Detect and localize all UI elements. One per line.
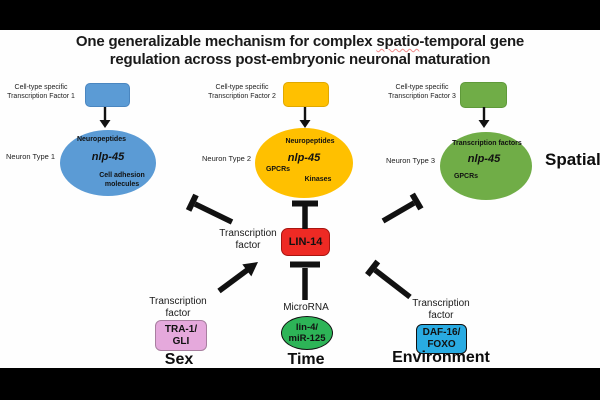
title-spellcheck-word: spatio xyxy=(376,33,420,50)
tf1-label-line2: Transcription Factor 1 xyxy=(7,92,75,100)
env-tf-label: Transcription factor xyxy=(405,298,477,322)
sex-tf-label: Transcription factor xyxy=(142,296,214,320)
lin4-line1: lin-4/ xyxy=(295,322,319,333)
neuron2-ellipse-top-text: Neuropeptides xyxy=(285,138,335,145)
daf16-box-line2: FOXO xyxy=(427,339,456,350)
neuron2-kinases-text: Kinases xyxy=(304,176,332,183)
tf2-label: Cell-type specific Transcription Factor … xyxy=(205,84,279,101)
title-line1: One generalizable mechanism for complex … xyxy=(0,33,600,51)
env-tf-label-line1: Transcription xyxy=(412,298,470,309)
env-tf-label-line2: factor xyxy=(428,310,454,321)
neuron1-bottom-line1: Cell adhesion xyxy=(99,172,145,179)
neuron3-ellipse xyxy=(440,132,532,200)
title-line1-prefix: One generalizable mechanism for complex xyxy=(75,33,377,50)
tra1-gli-box: TRA-1/ GLI xyxy=(155,320,207,351)
neuron2-label: Neuron Type 2 xyxy=(202,154,252,163)
title-line2: regulation across post-embryonic neurona… xyxy=(109,51,491,68)
center-tf-label-line1: Transcription xyxy=(219,228,277,239)
figure-title: One generalizable mechanism for complex … xyxy=(0,33,600,69)
tf1-label-line1: Cell-type specific xyxy=(14,84,68,91)
tf3-label-line2: Transcription Factor 3 xyxy=(388,92,456,100)
tf2-label-line1: Cell-type specific xyxy=(215,84,269,91)
daf16-foxo-box: DAF-16/ FOXO xyxy=(416,324,467,354)
spatial-axis-label: Spatial xyxy=(545,150,600,169)
neuron1-ellipse-bottom-text: Cell adhesion molecules xyxy=(85,172,159,189)
title-line1-suffix: -temporal gene xyxy=(419,33,525,50)
diagram-canvas: One generalizable mechanism for complex … xyxy=(0,30,600,368)
lin14-box: LIN-14 xyxy=(281,228,330,256)
tf1-box xyxy=(85,83,130,107)
neuron2-gene: nlp-45 xyxy=(287,152,321,164)
tf3-label: Cell-type specific Transcription Factor … xyxy=(384,84,460,101)
neuron1-ellipse-top-text: Neuropeptides xyxy=(76,136,126,143)
sex-axis-label: Sex xyxy=(164,351,194,368)
environment-axis-label: Environment xyxy=(392,349,490,366)
center-tf-label: Transcription factor xyxy=(210,228,286,252)
sex-tf-label-line2: factor xyxy=(165,308,191,319)
center-tf-label-line2: factor xyxy=(235,240,261,251)
neuron3-gpcrs-text: GPCRs xyxy=(453,173,479,180)
lin4-line2: miR-125 xyxy=(288,333,326,344)
microrna-label: MicroRNA xyxy=(283,302,329,313)
neuron3-gene: nlp-45 xyxy=(467,153,501,165)
neuron1-gene: nlp-45 xyxy=(91,151,125,163)
neuron2-gpcrs-text: GPCRs xyxy=(265,166,291,173)
tra1-box-line2: GLI xyxy=(172,335,190,347)
neuron3-ellipse-top-text: Transcription factors xyxy=(452,140,522,147)
tf2-label-line2: Transcription Factor 2 xyxy=(208,92,276,100)
daf16-box-line1: DAF-16/ xyxy=(422,327,461,338)
tra1-box-line1: TRA-1/ xyxy=(164,323,198,335)
neuron3-label: Neuron Type 3 xyxy=(386,156,436,165)
time-axis-label: Time xyxy=(287,351,325,368)
tf2-box xyxy=(283,82,329,107)
sex-tf-label-line1: Transcription xyxy=(149,296,207,307)
neuron1-label: Neuron Type 1 xyxy=(6,152,56,161)
lin4-mir125-ellipse: lin-4/ miR-125 xyxy=(281,316,333,350)
tf1-label: Cell-type specific Transcription Factor … xyxy=(4,84,78,101)
neuron2-ellipse xyxy=(255,128,353,198)
tf3-box xyxy=(460,82,507,108)
neuron1-bottom-line2: molecules xyxy=(104,180,140,188)
tf3-label-line1: Cell-type specific xyxy=(395,84,449,91)
neuron1-ellipse xyxy=(60,130,156,196)
